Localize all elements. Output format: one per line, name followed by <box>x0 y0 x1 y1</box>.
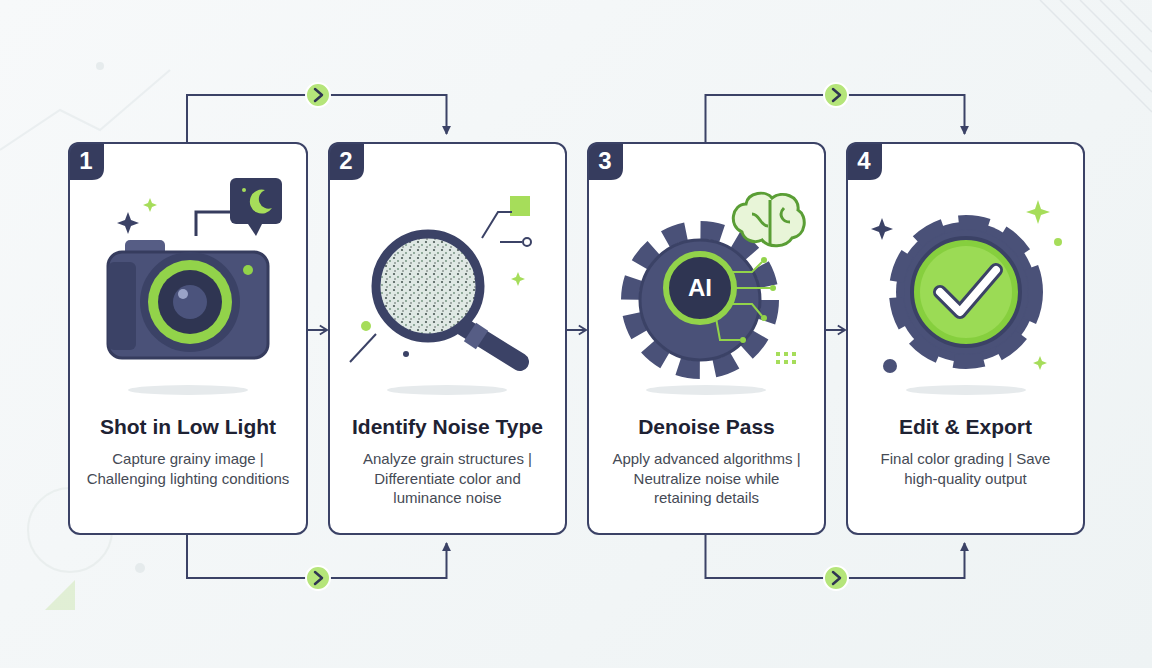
step-title: Identify Noise Type <box>336 414 559 439</box>
flow-chevron <box>306 566 330 590</box>
number-badges <box>68 142 882 180</box>
camera-icon <box>108 178 282 358</box>
step-title: Edit & Export <box>854 414 1077 439</box>
step-description: Apply advanced algorithms | Neutralize n… <box>603 449 810 508</box>
icon-shadows <box>128 385 1026 395</box>
flow-chevron <box>306 83 330 107</box>
flow-chevron <box>824 566 848 590</box>
step-number: 2 <box>328 142 364 180</box>
step-description: Final color grading | Save high-quality … <box>862 449 1069 488</box>
step-panel: Shot in Low LightCapture grainy image | … <box>68 142 308 535</box>
flow-connector <box>826 329 845 331</box>
icon-label: AI <box>670 273 730 303</box>
panel-fills <box>69 143 1084 534</box>
step-description: Capture grainy image | Challenging light… <box>84 449 292 488</box>
magnifier-icon <box>350 196 531 362</box>
step-description: Analyze grain structures | Differentiate… <box>344 449 551 508</box>
step-number: 3 <box>587 142 623 180</box>
flow-connector <box>567 329 586 331</box>
step-panel: Identify Noise TypeAnalyze grain structu… <box>328 142 567 535</box>
hatch-lines <box>1040 0 1152 112</box>
check-badge-icon <box>871 200 1062 373</box>
step-title: Denoise Pass <box>595 414 818 439</box>
step-panel: Denoise PassApply advanced algorithms | … <box>587 142 826 535</box>
step-title: Shot in Low Light <box>76 414 300 439</box>
flow-chevron <box>824 83 848 107</box>
step-panel: Edit & ExportFinal color grading | Save … <box>846 142 1085 535</box>
step-number: 4 <box>846 142 882 180</box>
ai-gear-icon <box>630 193 804 370</box>
step-number: 1 <box>68 142 104 180</box>
flow-connector <box>308 329 327 331</box>
